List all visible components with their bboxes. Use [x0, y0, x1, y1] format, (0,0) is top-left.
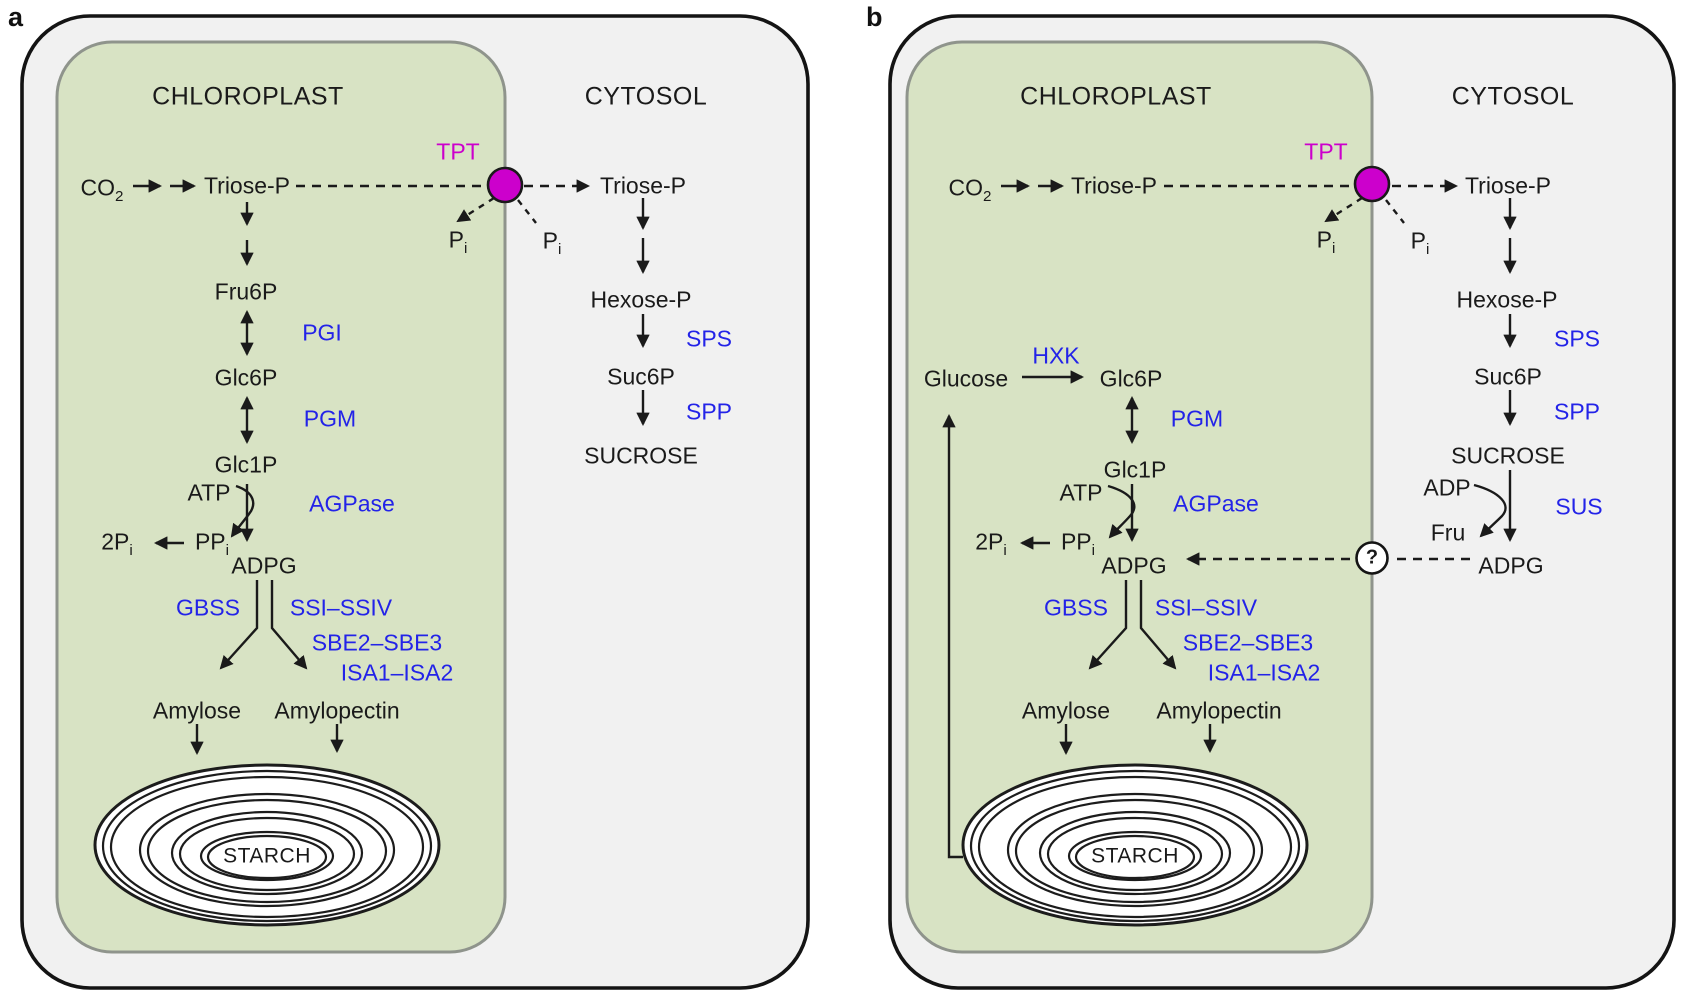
agpase-enzyme-label-a: AGPase — [309, 490, 395, 517]
unknown-transporter-label-b: ? — [1365, 546, 1379, 569]
co2-label-b: CO2 — [948, 174, 992, 206]
isa-enzyme-label-a: ISA1–ISA2 — [340, 659, 454, 686]
panel-letter-b: b — [866, 2, 883, 32]
sus-enzyme-label-b: SUS — [1555, 493, 1603, 520]
spp-enzyme-label-a: SPP — [685, 398, 733, 425]
starch-label-a: STARCH — [223, 844, 311, 868]
tpt-transporter-a — [486, 166, 524, 204]
glc6p-label-b: Glc6P — [1099, 365, 1163, 392]
branch-adpg-amylose-b — [1088, 580, 1128, 670]
amylose-label-b: Amylose — [1021, 697, 1111, 724]
amylopectin-label-a: Amylopectin — [274, 697, 400, 724]
amylopectin-label-b: Amylopectin — [1156, 697, 1282, 724]
hxk-enzyme-label-b: HXK — [1032, 342, 1080, 369]
pi-cytosol-label-b: Pi — [1410, 227, 1430, 259]
ss-enzyme-label-a: SSI–SSIV — [289, 594, 393, 621]
pi-chloroplast-label-a: Pi — [448, 226, 468, 258]
adpg-label-a: ADPG — [231, 552, 297, 579]
chloroplast-title-a: CHLOROPLAST — [152, 82, 344, 111]
ppi-label-a: PPi — [194, 528, 230, 560]
glc1p-label-a: Glc1P — [214, 451, 278, 478]
curve-atp-ppi-b — [1107, 484, 1136, 539]
cytosol-title-a: CYTOSOL — [584, 82, 708, 111]
panel-letter-a: a — [8, 2, 24, 32]
atp-label-a: ATP — [187, 479, 231, 506]
spp-enzyme-label-b: SPP — [1553, 398, 1601, 425]
2pi-label-a: 2Pi — [101, 528, 133, 560]
pgi-enzyme-label-a: PGI — [302, 319, 342, 346]
adpg-chloroplast-label-b: ADPG — [1101, 552, 1167, 579]
pi-cytosol-label-a: Pi — [542, 227, 562, 259]
pi-chloroplast-label-b: Pi — [1316, 226, 1336, 258]
fru-label-b: Fru — [1430, 519, 1466, 546]
curve-adp-fru-b — [1473, 483, 1507, 538]
sps-enzyme-label-a: SPS — [685, 325, 733, 352]
glc6p-label-a: Glc6P — [214, 364, 278, 391]
chloroplast-title-b: CHLOROPLAST — [1020, 82, 1212, 111]
curve-atp-ppi-a — [230, 484, 255, 538]
fru6p-label-a: Fru6P — [214, 278, 278, 305]
starch-label-b: STARCH — [1091, 844, 1179, 868]
2pi-label-b: 2Pi — [975, 528, 1007, 560]
ppi-label-b: PPi — [1060, 528, 1096, 560]
chloroplast-envelope-a — [55, 40, 507, 954]
triose-p-chloroplast-label-a: Triose-P — [203, 172, 291, 199]
glucose-label-b: Glucose — [923, 365, 1009, 392]
panel-a-shapes — [20, 14, 810, 990]
suc6p-label-b: Suc6P — [1474, 363, 1542, 390]
sbe-enzyme-label-b: SBE2–SBE3 — [1182, 629, 1314, 656]
branch-adpg-amylose-a — [219, 580, 259, 670]
dashed-pi-uptake-a — [517, 199, 537, 224]
tpt-transporter-b — [1353, 165, 1391, 203]
co2-label-a: CO2 — [80, 174, 124, 206]
tpt-label-a: TPT — [436, 138, 480, 165]
isa-enzyme-label-b: ISA1–ISA2 — [1207, 659, 1321, 686]
agpase-enzyme-label-b: AGPase — [1173, 490, 1259, 517]
pgm-enzyme-label-a: PGM — [303, 405, 357, 432]
triose-p-cytosol-label-b: Triose-P — [1464, 172, 1552, 199]
chloroplast-envelope-b — [905, 40, 1374, 954]
sucrose-label-b: SUCROSE — [1451, 442, 1565, 469]
sucrose-label-a: SUCROSE — [584, 442, 698, 469]
adpg-cytosol-label-b: ADPG — [1478, 552, 1544, 579]
arrow-starch-to-glucose-b — [942, 413, 963, 859]
panel-b-shapes — [888, 14, 1676, 990]
branch-adpg-amylopectin-b — [1139, 580, 1177, 670]
pgm-enzyme-label-b: PGM — [1170, 405, 1224, 432]
glc1p-label-b: Glc1P — [1103, 456, 1167, 483]
ss-enzyme-label-b: SSI–SSIV — [1154, 594, 1258, 621]
hexose-p-label-a: Hexose-P — [590, 286, 692, 313]
cytosol-title-b: CYTOSOL — [1451, 82, 1575, 111]
amylose-label-a: Amylose — [152, 697, 242, 724]
sps-enzyme-label-b: SPS — [1553, 325, 1601, 352]
sbe-enzyme-label-a: SBE2–SBE3 — [311, 629, 443, 656]
suc6p-label-a: Suc6P — [607, 363, 675, 390]
unknown-transporter-circle-b — [1355, 541, 1389, 575]
dashed-pi-uptake-b — [1385, 199, 1405, 224]
adp-label-b: ADP — [1423, 474, 1471, 501]
gbss-enzyme-label-a: GBSS — [176, 594, 240, 621]
branch-adpg-amylopectin-a — [270, 580, 308, 670]
triose-p-chloroplast-label-b: Triose-P — [1070, 172, 1158, 199]
triose-p-cytosol-label-a: Triose-P — [599, 172, 687, 199]
hexose-p-label-b: Hexose-P — [1456, 286, 1558, 313]
atp-label-b: ATP — [1059, 479, 1103, 506]
gbss-enzyme-label-b: GBSS — [1044, 594, 1108, 621]
tpt-label-b: TPT — [1304, 138, 1348, 165]
